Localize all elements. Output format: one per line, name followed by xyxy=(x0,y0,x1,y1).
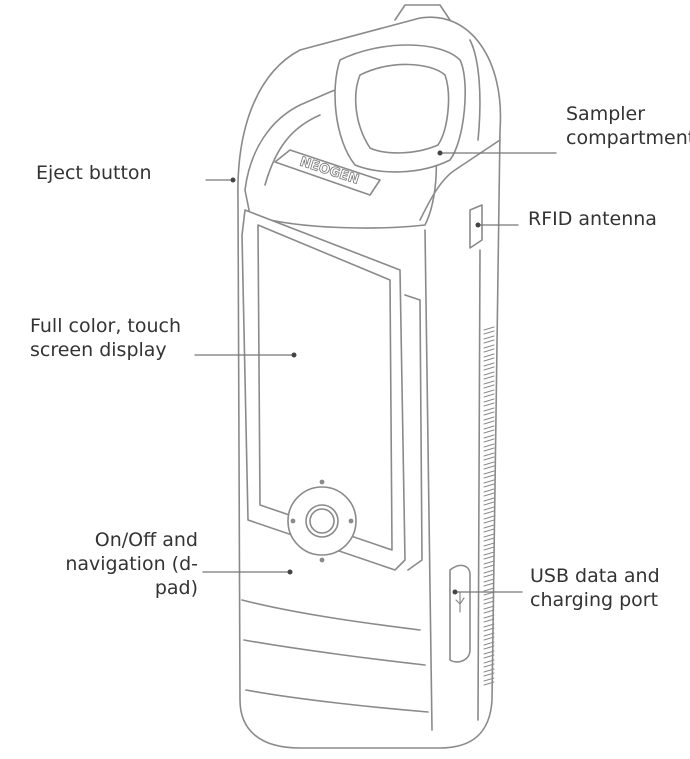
logo-plate xyxy=(274,149,381,196)
label-line: Eject button xyxy=(36,162,152,184)
screen-bezel xyxy=(241,209,406,571)
callout-lines xyxy=(194,152,557,593)
usb-port-cover xyxy=(449,564,471,663)
label-line: charging port xyxy=(530,589,659,611)
label-line: Sampler xyxy=(566,103,646,125)
label-line: RFID antenna xyxy=(528,208,657,230)
label-sampler-compartment: Sampler compartment xyxy=(566,102,690,150)
label-line: USB data and xyxy=(530,565,660,587)
sampler-compartment-outline xyxy=(334,44,466,173)
side-vents xyxy=(483,326,495,686)
dpad xyxy=(287,479,357,563)
label-screen-display: Full color, touch screen display xyxy=(30,314,181,362)
label-line: On/Off and xyxy=(94,529,198,551)
label-line: compartment xyxy=(566,127,690,149)
label-eject-button: Eject button xyxy=(36,161,152,185)
label-rfid-antenna: RFID antenna xyxy=(528,207,657,231)
label-line: Full color, touch xyxy=(30,315,181,337)
usb-icon xyxy=(455,591,465,613)
side-face xyxy=(419,139,501,731)
label-line: navigation (d-pad) xyxy=(65,553,198,599)
label-line: screen display xyxy=(30,339,167,361)
screen-display xyxy=(257,224,393,551)
label-usb-port: USB data and charging port xyxy=(530,564,660,612)
label-dpad: On/Off and navigation (d-pad) xyxy=(30,528,198,600)
